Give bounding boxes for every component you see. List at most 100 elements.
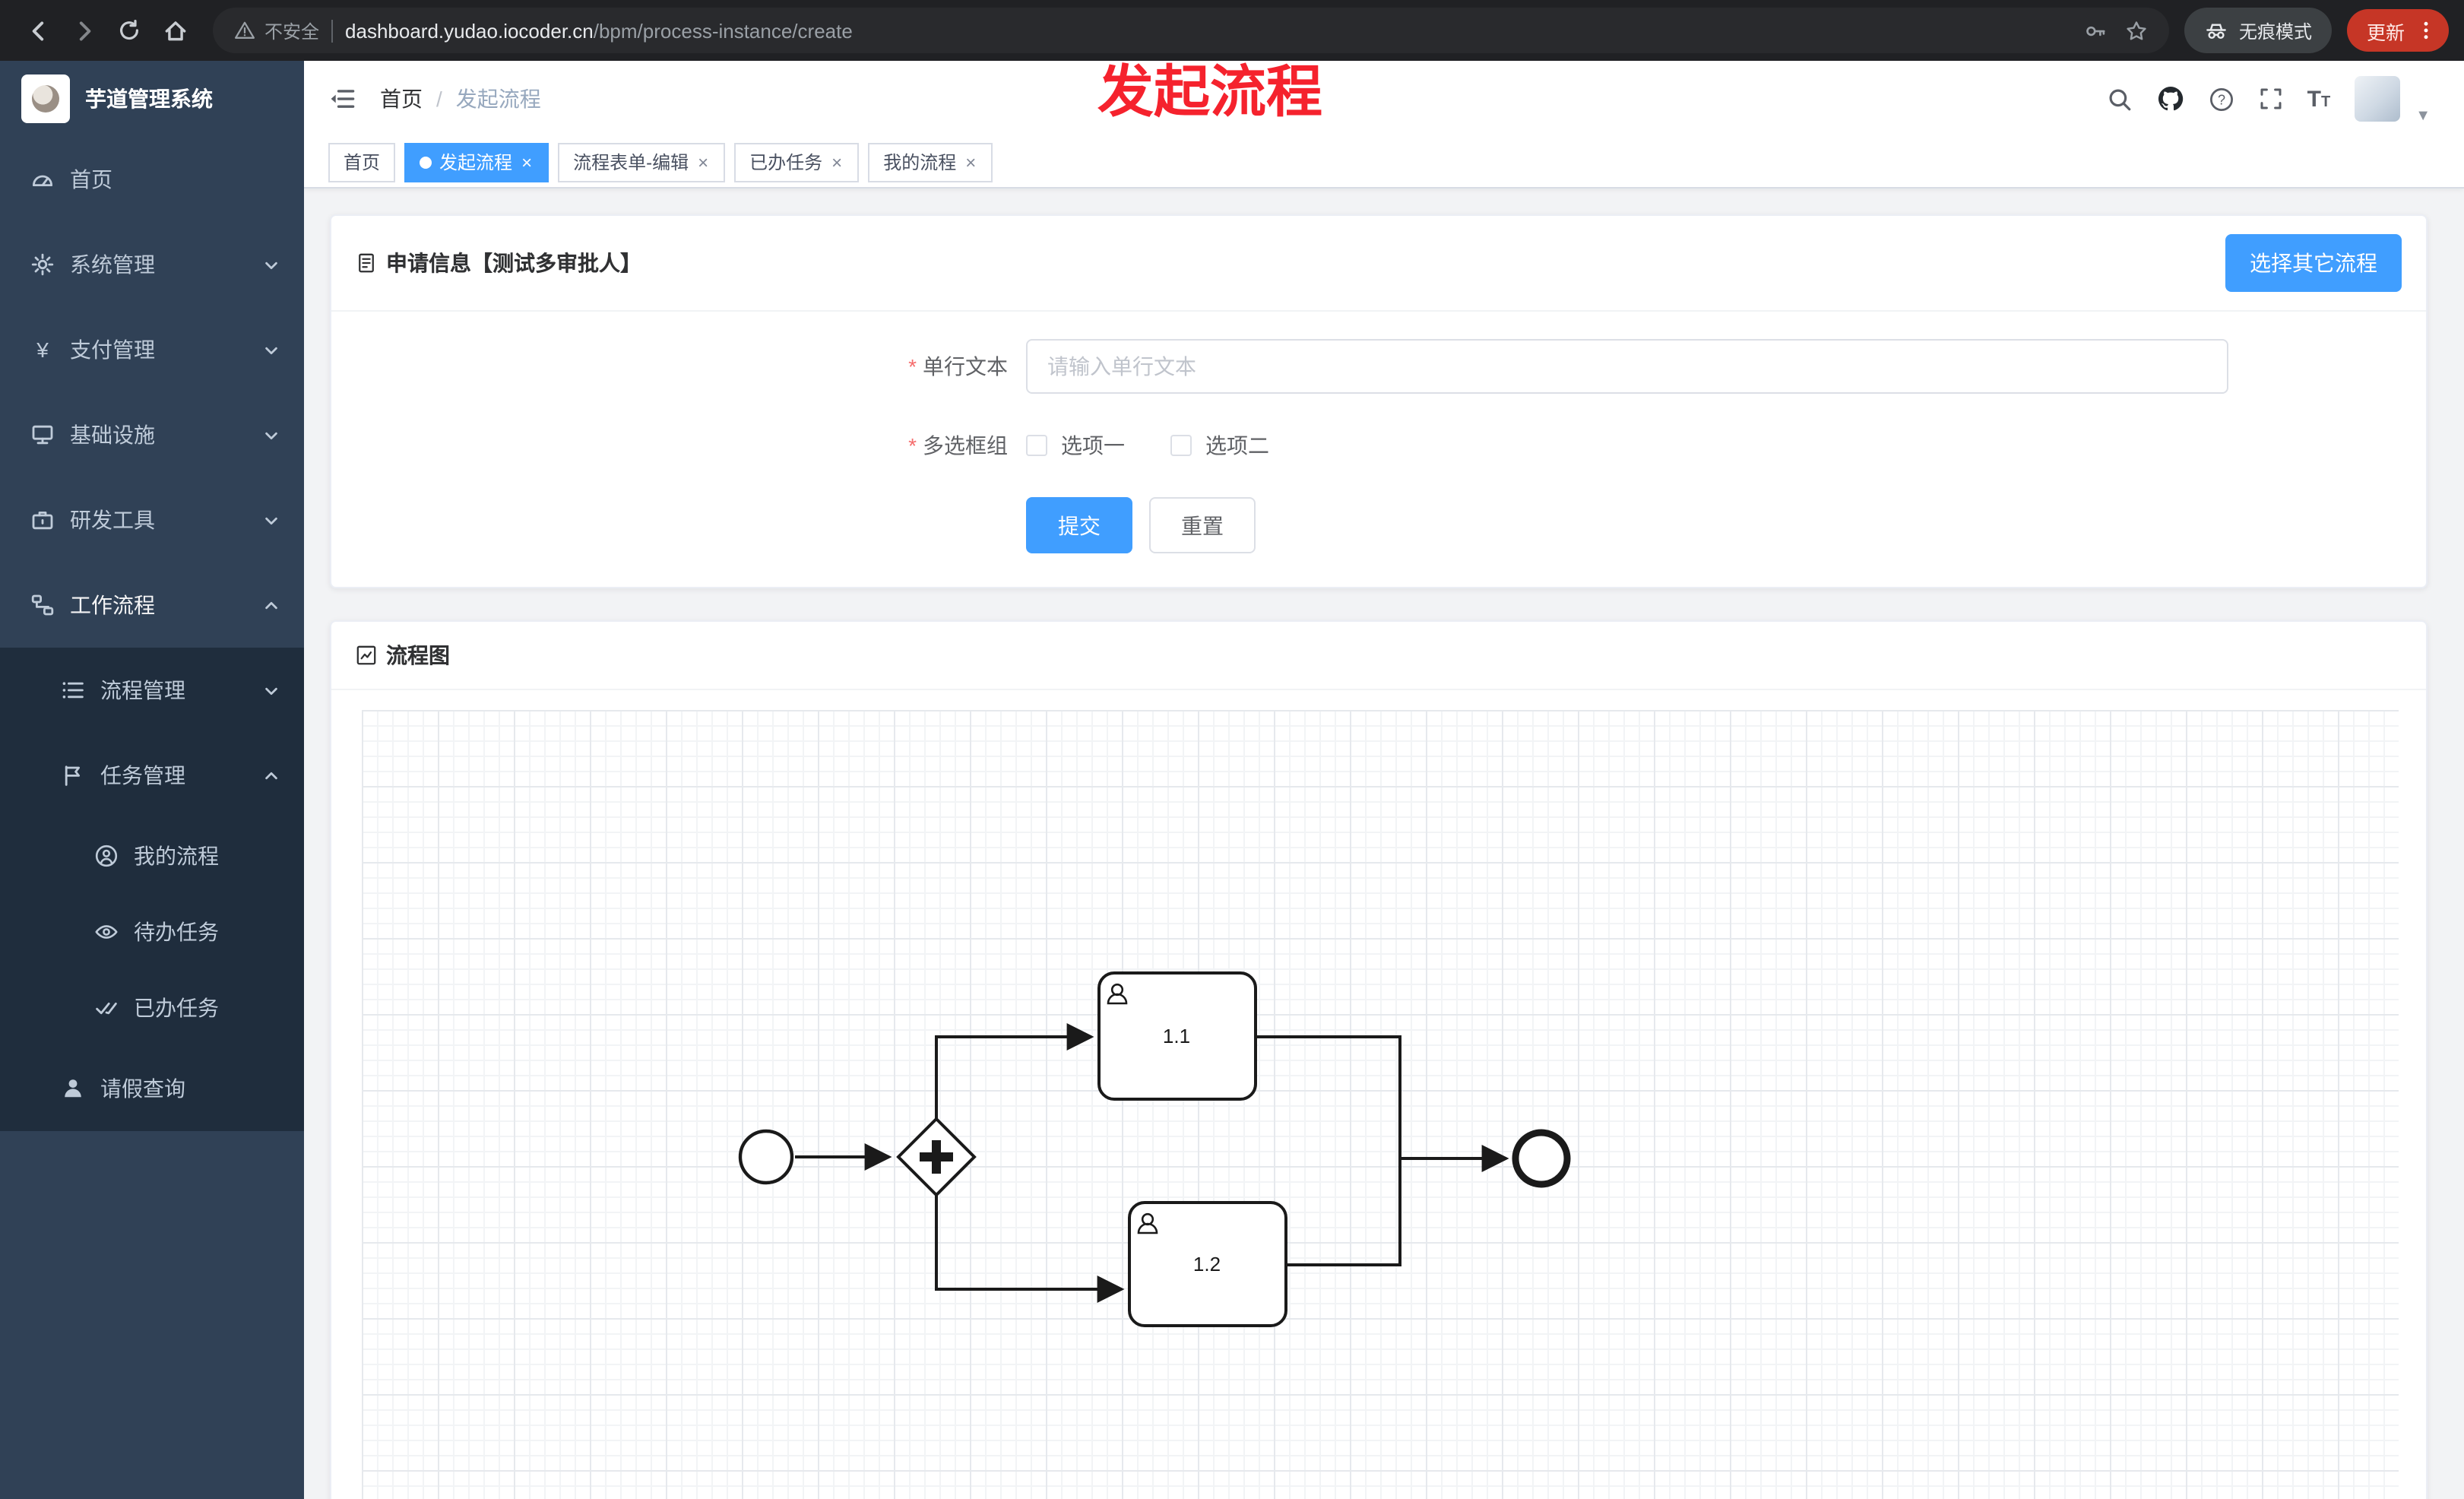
omnibox-divider [331,19,334,42]
tab-bar: 首页 发起流程 × 流程表单-编辑 × 已办任务 × 我的流程× [304,137,2464,189]
sidebar-collapse-button[interactable] [328,85,356,113]
apply-info-card: 申请信息【测试多审批人】 选择其它流程 *单行文本 *多选框组 选项一 选项二 [330,214,2428,588]
select-other-process-button[interactable]: 选择其它流程 [2225,234,2402,292]
github-button[interactable] [2157,85,2184,113]
gear-icon [30,252,55,277]
task-flag-icon [61,763,85,788]
sidebar-item-infrastructure[interactable]: 基础设施 [0,392,304,477]
chevron-down-icon [263,682,280,699]
checkbox-icon[interactable] [1170,435,1192,456]
sidebar-item-label: 任务管理 [100,763,185,788]
search-button[interactable] [2107,86,2133,112]
arrow-left-icon [31,21,43,40]
tab-home[interactable]: 首页 [328,142,396,182]
warning-triangle-icon [234,21,255,39]
user-task-1-1-node[interactable] [1097,971,1257,1101]
sidebar-item-label: 首页 [70,167,112,192]
fullscreen-button[interactable] [2259,87,2283,111]
document-icon [359,253,374,273]
main-content: 申请信息【测试多审批人】 选择其它流程 *单行文本 *多选框组 选项一 选项二 [304,189,2464,1499]
bookmark-star-button[interactable] [2125,19,2148,42]
sidebar-item-home[interactable]: 首页 [0,137,304,222]
tab-label: 已办任务 [749,152,823,173]
help-button[interactable]: ? [2209,86,2234,112]
password-key-button[interactable] [2084,19,2107,42]
flow-diagram-title: 流程图 [386,643,450,667]
update-label: 更新 [2366,22,2405,43]
sidebar-item-leave-query[interactable]: 请假查询 [0,1046,304,1131]
tab-label: 发起流程 [439,152,513,173]
sidebar-item-label: 已办任务 [134,996,219,1020]
avatar-caret-icon[interactable]: ▼ [2415,108,2431,125]
fullscreen-icon [2260,88,2282,109]
tab-my-process[interactable]: 我的流程× [868,142,993,182]
checkbox-group: 选项一 选项二 [1026,430,1269,461]
bpmn-canvas[interactable]: 1.1 1.2 [362,710,2399,1499]
sidebar-item-label: 我的流程 [134,844,219,868]
active-tab-dot-icon [420,156,432,168]
tab-label: 流程表单-编辑 [573,152,689,173]
checkbox-icon[interactable] [1026,435,1047,456]
reset-button[interactable]: 重置 [1149,497,1256,553]
checkbox-option-1[interactable]: 选项一 [1026,430,1125,461]
infrastructure-icon [30,423,55,447]
incognito-icon [2206,23,2226,39]
sidebar-item-label: 支付管理 [70,338,155,362]
sidebar-item-todo-tasks[interactable]: 待办任务 [0,894,304,970]
tab-form-edit[interactable]: 流程表单-编辑 × [558,142,726,182]
sidebar-item-done-tasks[interactable]: 已办任务 [0,970,304,1046]
end-event-node[interactable] [1512,1129,1571,1188]
start-event-node[interactable] [738,1129,794,1185]
user-task-1-2-node[interactable] [1128,1201,1287,1327]
browser-back-button[interactable] [15,8,61,53]
tab-label: 首页 [344,152,381,173]
home-icon [164,21,185,40]
incognito-label: 无痕模式 [2238,21,2312,42]
app-logo-row[interactable]: 芋道管理系统 [0,61,304,137]
checkbox-option-2[interactable]: 选项二 [1170,430,1269,461]
reload-icon [120,20,139,40]
sidebar-item-label: 流程管理 [100,678,185,702]
sidebar-item-payment-management[interactable]: ¥ 支付管理 [0,307,304,392]
sidebar-item-task-management[interactable]: 任务管理 [0,733,304,818]
breadcrumb: 首页 / 发起流程 [380,84,541,114]
font-size-icon: T [2307,86,2321,112]
process-list-icon [61,678,85,702]
flow-diagram-icon [356,645,376,665]
single-line-text-input[interactable] [1026,339,2228,394]
workflow-icon [30,593,55,617]
browser-reload-button[interactable] [106,8,152,53]
sidebar-item-dev-tools[interactable]: 研发工具 [0,477,304,563]
url-domain: dashboard.yudao.iocoder.cn [345,19,594,42]
breadcrumb-home[interactable]: 首页 [380,87,423,111]
sidebar-item-process-management[interactable]: 流程管理 [0,648,304,733]
submit-button[interactable]: 提交 [1026,497,1132,553]
address-bar[interactable]: 不安全 dashboard.yudao.iocoder.cn/bpm/proce… [213,8,2169,53]
url-text: dashboard.yudao.iocoder.cn/bpm/process-i… [345,19,853,42]
tab-close-icon[interactable]: × [965,151,977,173]
sidebar-item-label: 请假查询 [100,1076,185,1101]
tab-start-process[interactable]: 发起流程 × [404,142,549,182]
apply-info-title: 申请信息【测试多审批人】 [386,251,641,275]
tab-close-icon[interactable]: × [831,151,843,173]
sidebar-item-label: 基础设施 [70,423,155,447]
tab-close-icon[interactable]: × [521,151,533,173]
browser-home-button[interactable] [152,8,198,53]
security-status[interactable]: 不安全 [234,17,319,43]
checkbox-label: 选项一 [1061,433,1125,458]
browser-update-menu-button[interactable]: 更新 [2346,9,2449,52]
sidebar: 芋道管理系统 首页 系统管理 ¥ 支付管理 基础设施 [0,61,304,1499]
user-avatar[interactable] [2355,76,2401,122]
tab-done-tasks[interactable]: 已办任务 × [734,142,860,182]
url-path: /bpm/process-instance/create [593,19,853,42]
sidebar-item-system-management[interactable]: 系统管理 [0,222,304,307]
sidebar-item-workflow[interactable]: 工作流程 [0,563,304,648]
tab-close-icon[interactable]: × [698,151,709,173]
sidebar-item-my-process[interactable]: 我的流程 [0,818,304,894]
browser-forward-button[interactable] [61,8,106,53]
parallel-gateway-plus-icon [920,1140,953,1174]
required-asterisk: * [908,433,917,458]
